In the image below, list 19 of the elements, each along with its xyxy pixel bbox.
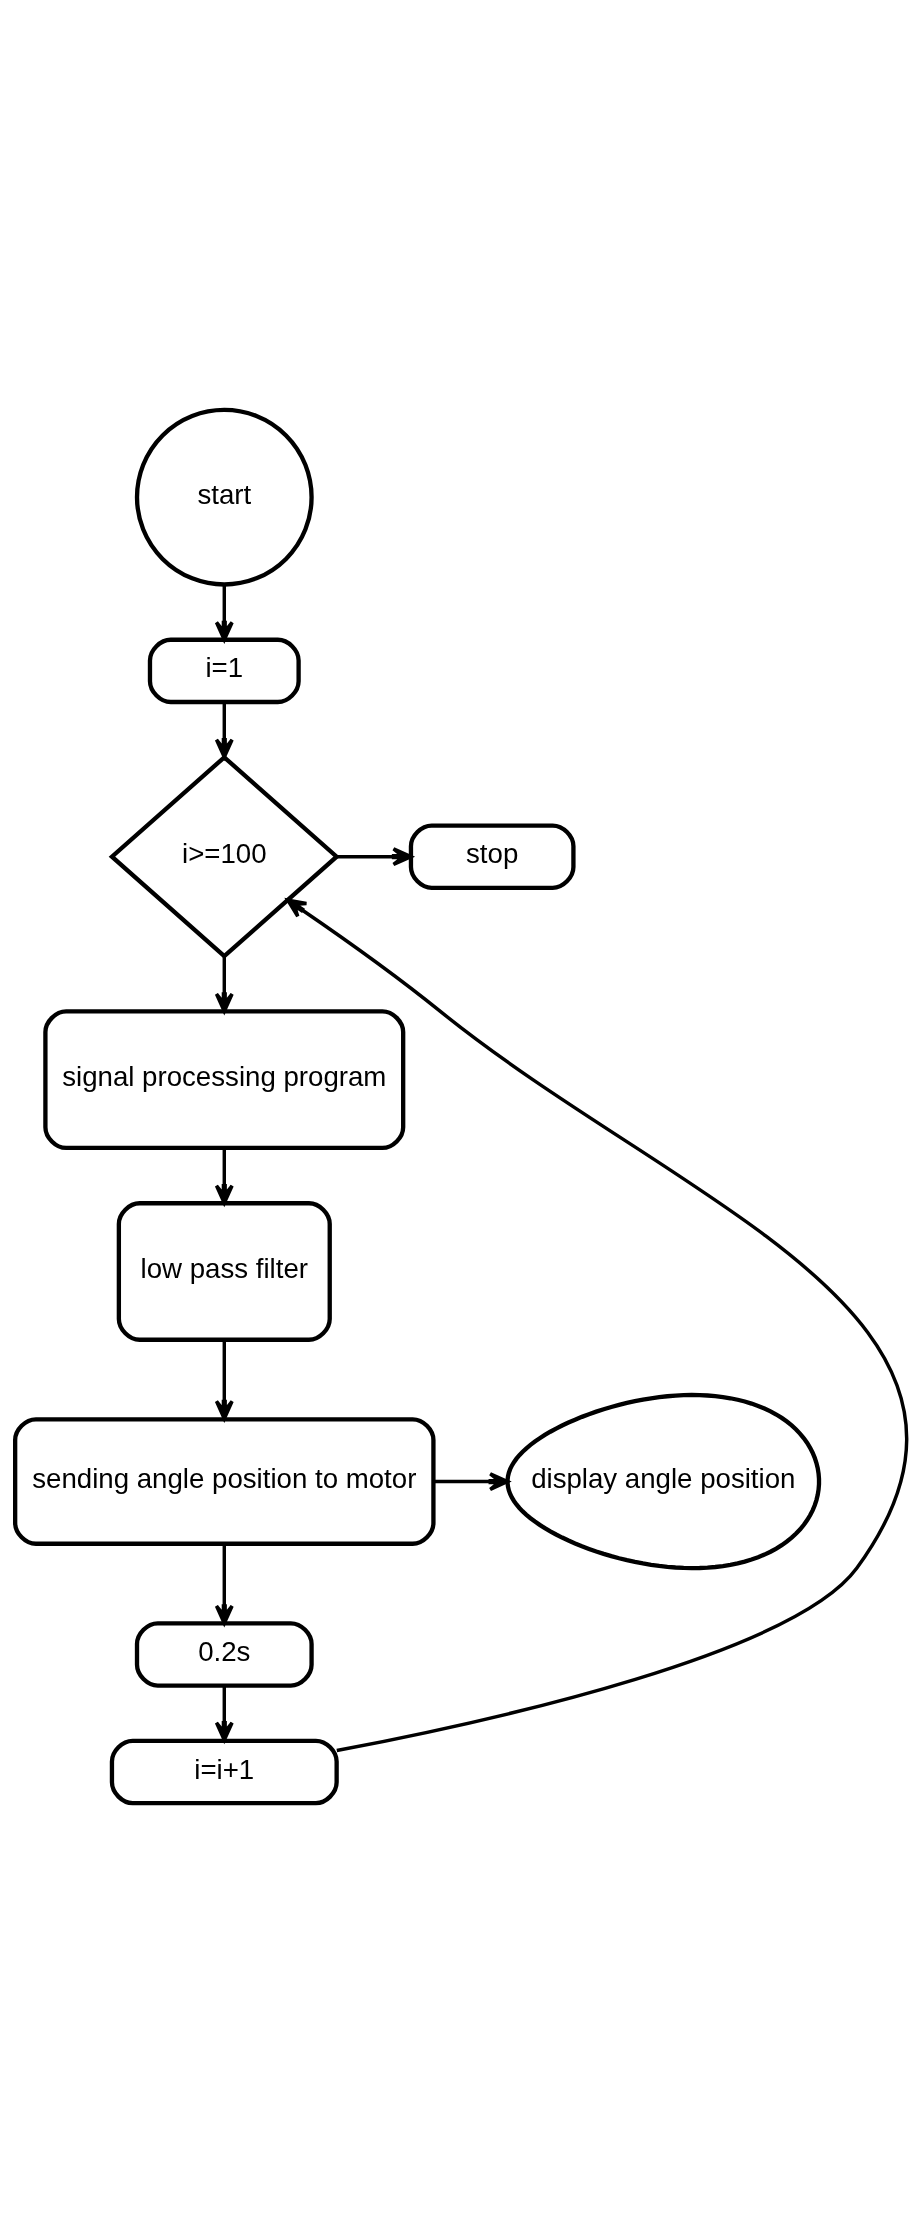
node-box: i=1 — [147, 637, 301, 705]
node-box: low pass filter — [116, 1201, 332, 1342]
arrow — [336, 847, 413, 867]
arrow — [214, 956, 234, 1013]
node-box: sending angle position to motor — [13, 1417, 436, 1546]
node-diamond: i>=100 — [108, 754, 340, 959]
arrow — [286, 898, 908, 1753]
node-circle: start — [134, 407, 314, 587]
arrow — [214, 1148, 234, 1205]
node-box: signal processing program — [43, 1009, 406, 1151]
arrow — [214, 1340, 234, 1421]
arrow — [214, 1543, 234, 1625]
node-box: stop — [408, 823, 576, 890]
arrow — [214, 584, 234, 642]
arrow — [214, 1686, 234, 1742]
node-box: 0.2s — [134, 1621, 314, 1688]
node-box: i=i+1 — [109, 1738, 339, 1806]
arrow — [214, 702, 234, 759]
arrow — [433, 1472, 510, 1492]
